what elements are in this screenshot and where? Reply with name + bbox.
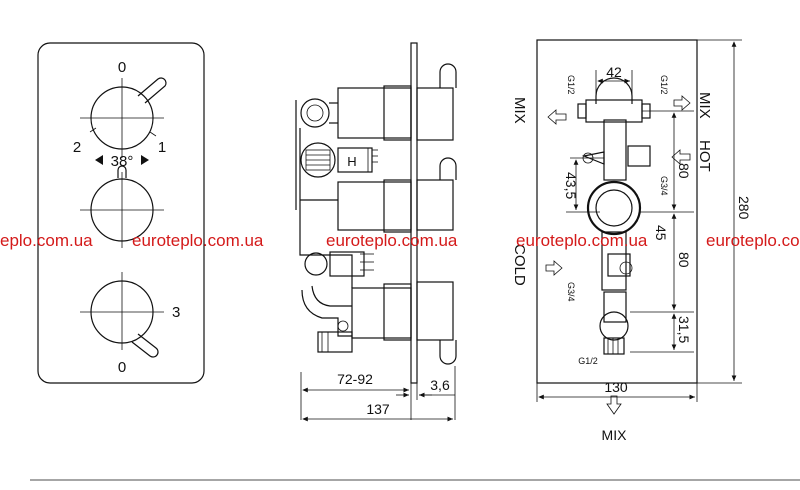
watermark-3: euroteplo.com.ua <box>326 231 458 250</box>
dim-137: 137 <box>366 401 390 417</box>
angle-arrow-right <box>141 155 149 165</box>
rear-plate-outline <box>536 39 698 384</box>
hot-arrow <box>671 149 691 165</box>
bottom-handle <box>80 272 164 358</box>
cover-plate <box>37 42 205 384</box>
side-view: H 72-92 3,6 137 <box>295 42 457 422</box>
mid-knob-body <box>416 179 454 231</box>
pos-3: 3 <box>172 304 180 321</box>
lower-cartridge <box>351 287 412 339</box>
dim-43-5: 43,5 <box>563 172 579 199</box>
angle-label: 38° <box>111 153 134 170</box>
rear-view: MIX MIX HOT COLD MIX G1/2 G1/2 G3/4 G3/4… <box>511 39 752 443</box>
thread-g12-bottom: G1/2 <box>578 356 598 366</box>
hot-mark: H <box>347 154 356 169</box>
front-view: 0 2 1 38° 3 0 <box>37 42 205 384</box>
middle-knob <box>80 165 164 248</box>
cold-inlet <box>304 251 374 277</box>
bottom-handle-body <box>416 281 454 341</box>
mix-bottom-arrow <box>606 395 622 415</box>
mix-right-arrow <box>673 95 691 111</box>
dim-280: 280 <box>736 196 752 220</box>
watermark-4: euroteplo.com.ua <box>516 231 648 250</box>
dim-72-92: 72-92 <box>337 371 373 387</box>
thread-g34-mid: G3/4 <box>659 176 669 196</box>
pos-0-bottom: 0 <box>118 359 126 376</box>
cold-stub <box>607 253 631 277</box>
dim-42: 42 <box>606 64 622 80</box>
label-hot: HOT <box>696 140 713 172</box>
top-lever <box>137 77 167 104</box>
thread-g12-right: G1/2 <box>659 75 669 95</box>
dim-80-lower: 80 <box>676 252 692 268</box>
thread-g34-low: G3/4 <box>566 282 576 302</box>
side-plate <box>410 42 418 384</box>
thread-g12-left: G1/2 <box>566 75 576 95</box>
upper-inlet <box>300 98 338 128</box>
label-mix-right: MIX <box>696 92 713 119</box>
cold-arrow <box>545 260 563 276</box>
top-handle <box>80 77 167 158</box>
watermark-2: euroteplo.com.ua <box>132 231 264 250</box>
mix-left-arrow <box>547 109 567 125</box>
ring-body <box>586 180 642 236</box>
label-mix-left: MIX <box>511 97 528 124</box>
top-handle-body <box>416 87 454 141</box>
upper-bar <box>585 99 643 123</box>
pos-1: 1 <box>158 139 166 156</box>
middle-cartridge <box>337 181 412 231</box>
dim-80-upper: 80 <box>676 163 692 179</box>
upper-cartridge <box>337 87 412 139</box>
bottom-outlet <box>301 285 353 353</box>
watermark-5: euroteplo.com.u <box>706 231 800 250</box>
watermarks: eplo.com.ua euroteplo.com.ua euroteplo.c… <box>0 231 800 250</box>
dim-45: 45 <box>653 225 669 241</box>
label-mix-bottom: MIX <box>602 427 628 443</box>
watermark-1: eplo.com.ua <box>0 231 93 250</box>
pos-0-top: 0 <box>118 59 126 76</box>
dim-3-6: 3,6 <box>430 377 450 393</box>
label-cold: COLD <box>511 244 528 286</box>
hot-inlet <box>300 142 378 178</box>
hot-stub <box>627 145 651 167</box>
pos-2: 2 <box>73 139 81 156</box>
dim-31-5: 31,5 <box>676 316 692 343</box>
angle-arrow-left <box>95 155 103 165</box>
bottom-lever <box>131 333 159 358</box>
dim-130: 130 <box>604 379 628 395</box>
